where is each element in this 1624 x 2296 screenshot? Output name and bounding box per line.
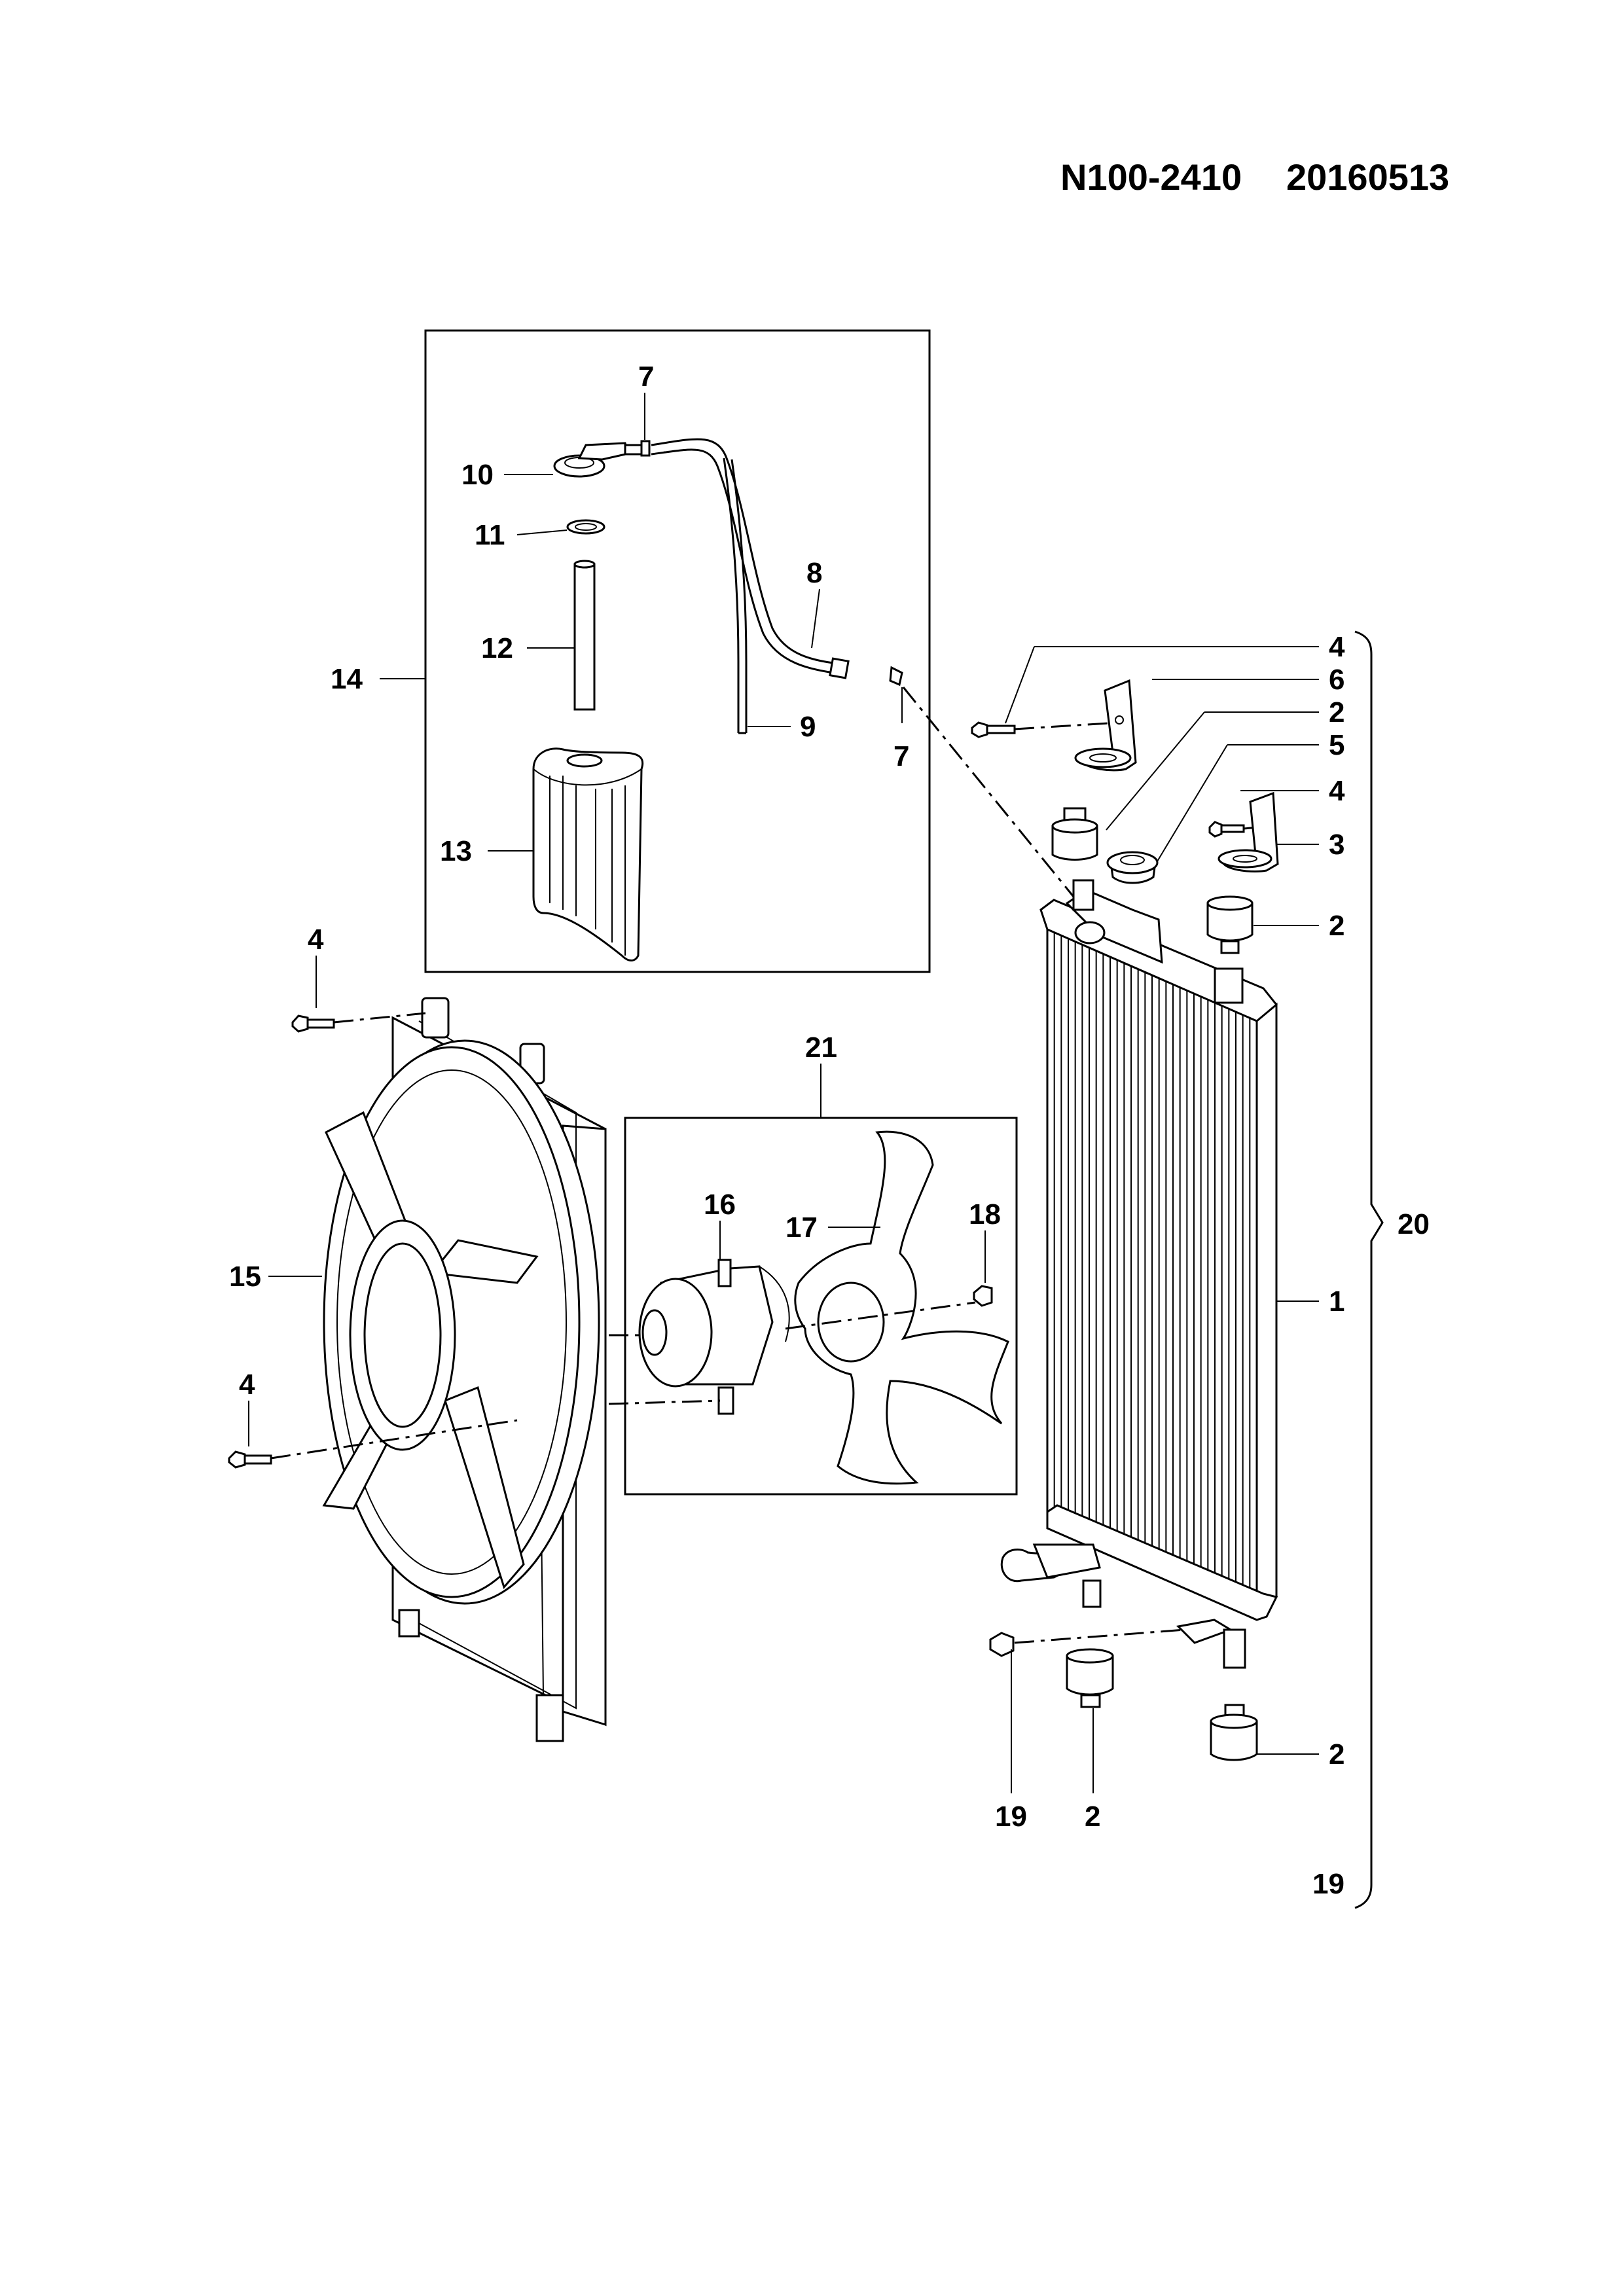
assembly-brace [1354, 630, 1384, 1909]
callout-2-lower-left: 2 [1085, 1801, 1100, 1833]
callout-4-shroud-top: 4 [308, 924, 324, 956]
leaders-left [248, 956, 322, 1446]
rubber-bush-lower-left [1066, 1648, 1114, 1708]
reservoir-cap [553, 442, 643, 478]
radiator-core [1000, 879, 1278, 1669]
upper-bracket-left [1074, 679, 1137, 772]
callout-16: 16 [704, 1189, 736, 1221]
o-ring [566, 519, 605, 535]
callout-20: 20 [1398, 1208, 1430, 1240]
callout-17: 17 [785, 1211, 818, 1244]
callout-10: 10 [461, 459, 494, 491]
callout-13: 13 [440, 835, 472, 867]
callout-14: 14 [331, 663, 363, 695]
fan-motor [608, 1259, 790, 1415]
callout-9: 9 [800, 711, 816, 743]
radiator-cap [1106, 851, 1159, 884]
callout-labels: 7 10 11 8 12 14 9 7 13 4 6 2 5 4 3 2 4 2… [229, 361, 1430, 1900]
callout-2-lower-right: 2 [1329, 1738, 1344, 1770]
bolt-upper-left [971, 721, 1120, 738]
callout-5: 5 [1329, 729, 1344, 761]
hose-clip-top [640, 440, 651, 457]
leaders-motor [719, 1221, 986, 1283]
upper-bracket-right [1218, 791, 1279, 872]
fan-motor-box [624, 1064, 1018, 1496]
leaders-reservoir [380, 393, 903, 852]
callout-15: 15 [229, 1261, 261, 1293]
center-line-clip [902, 687, 1075, 897]
rubber-bush-upper-right [1206, 895, 1254, 954]
callout-4-bracket-bolt: 4 [1329, 631, 1345, 663]
rubber-bush-lower-right [1210, 1704, 1258, 1761]
shroud-bolt-bottom [228, 1419, 518, 1469]
callout-8: 8 [806, 557, 822, 589]
leaders-right [1005, 646, 1319, 1793]
callout-21: 21 [805, 1031, 837, 1064]
fan-blade [785, 1130, 1009, 1485]
callout-6: 6 [1329, 664, 1344, 696]
callout-7-top: 7 [638, 361, 654, 393]
lower-bolt [989, 1628, 1185, 1657]
vent-hose [723, 457, 748, 734]
hose-clip-bottom [889, 666, 903, 687]
fan-shroud [322, 997, 607, 1742]
callout-12: 12 [481, 632, 513, 664]
reservoir-assembly-box [424, 329, 931, 973]
rubber-bush-upper-left [1051, 807, 1098, 861]
shroud-bolt-top [291, 1012, 426, 1033]
callout-4-shroud-bottom: 4 [239, 1369, 255, 1401]
callout-2-upper-bush: 2 [1329, 696, 1344, 728]
callout-11: 11 [475, 519, 505, 551]
callout-19-bolt: 19 [995, 1801, 1027, 1833]
callout-2-right-bush: 2 [1329, 910, 1344, 942]
reservoir-tank [532, 747, 644, 961]
callout-19-assembly: 19 [1312, 1868, 1344, 1900]
drawing-number: N100-2410 [1060, 156, 1242, 198]
callout-3: 3 [1329, 829, 1344, 861]
callout-7-bottom: 7 [893, 740, 909, 772]
date-code: 20160513 [1286, 156, 1449, 198]
callout-4-right-bolt: 4 [1329, 775, 1345, 807]
fan-nut [973, 1285, 993, 1307]
callout-1: 1 [1329, 1285, 1344, 1318]
filler-tube [573, 560, 596, 711]
callout-18: 18 [969, 1198, 1001, 1230]
